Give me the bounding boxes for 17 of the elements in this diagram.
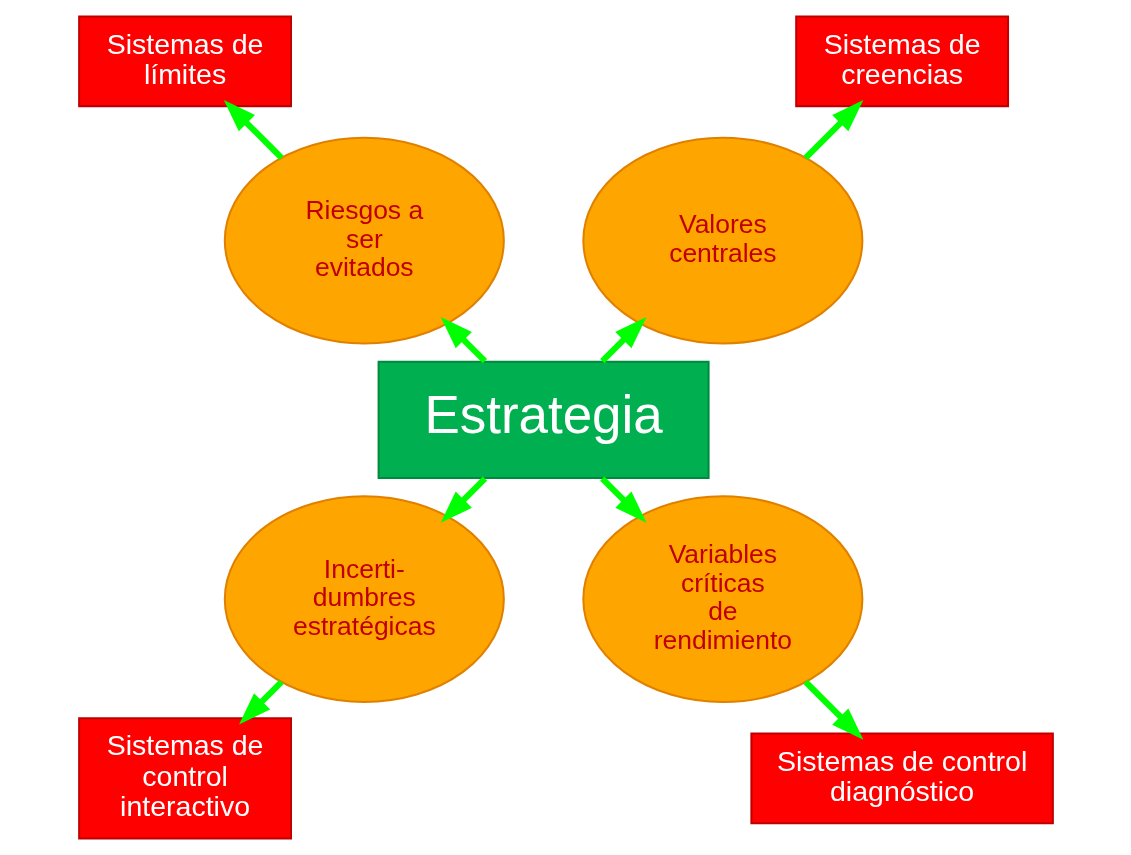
node-box: Estrategia [377, 360, 710, 479]
arrow [599, 316, 646, 364]
arrow [803, 679, 863, 740]
arrow [803, 100, 863, 160]
node-box: Sistemas de control interactivo [77, 717, 292, 840]
arrow [223, 100, 284, 160]
node-ellipse: Valores centrales [581, 136, 863, 345]
node-box: Sistemas de límites [77, 15, 292, 108]
arrow [238, 679, 284, 725]
arrow [440, 316, 487, 364]
arrow [599, 476, 646, 523]
node-box: Sistemas de creencias [794, 15, 1009, 108]
arrow [440, 476, 487, 523]
node-ellipse: Incerti- dumbres estratégicas [223, 495, 505, 703]
node-ellipse: Variables críticas de rendimiento [581, 495, 863, 703]
node-box: Sistemas de control diagnóstico [749, 732, 1054, 825]
node-ellipse: Riesgos a ser evitados [223, 136, 505, 345]
